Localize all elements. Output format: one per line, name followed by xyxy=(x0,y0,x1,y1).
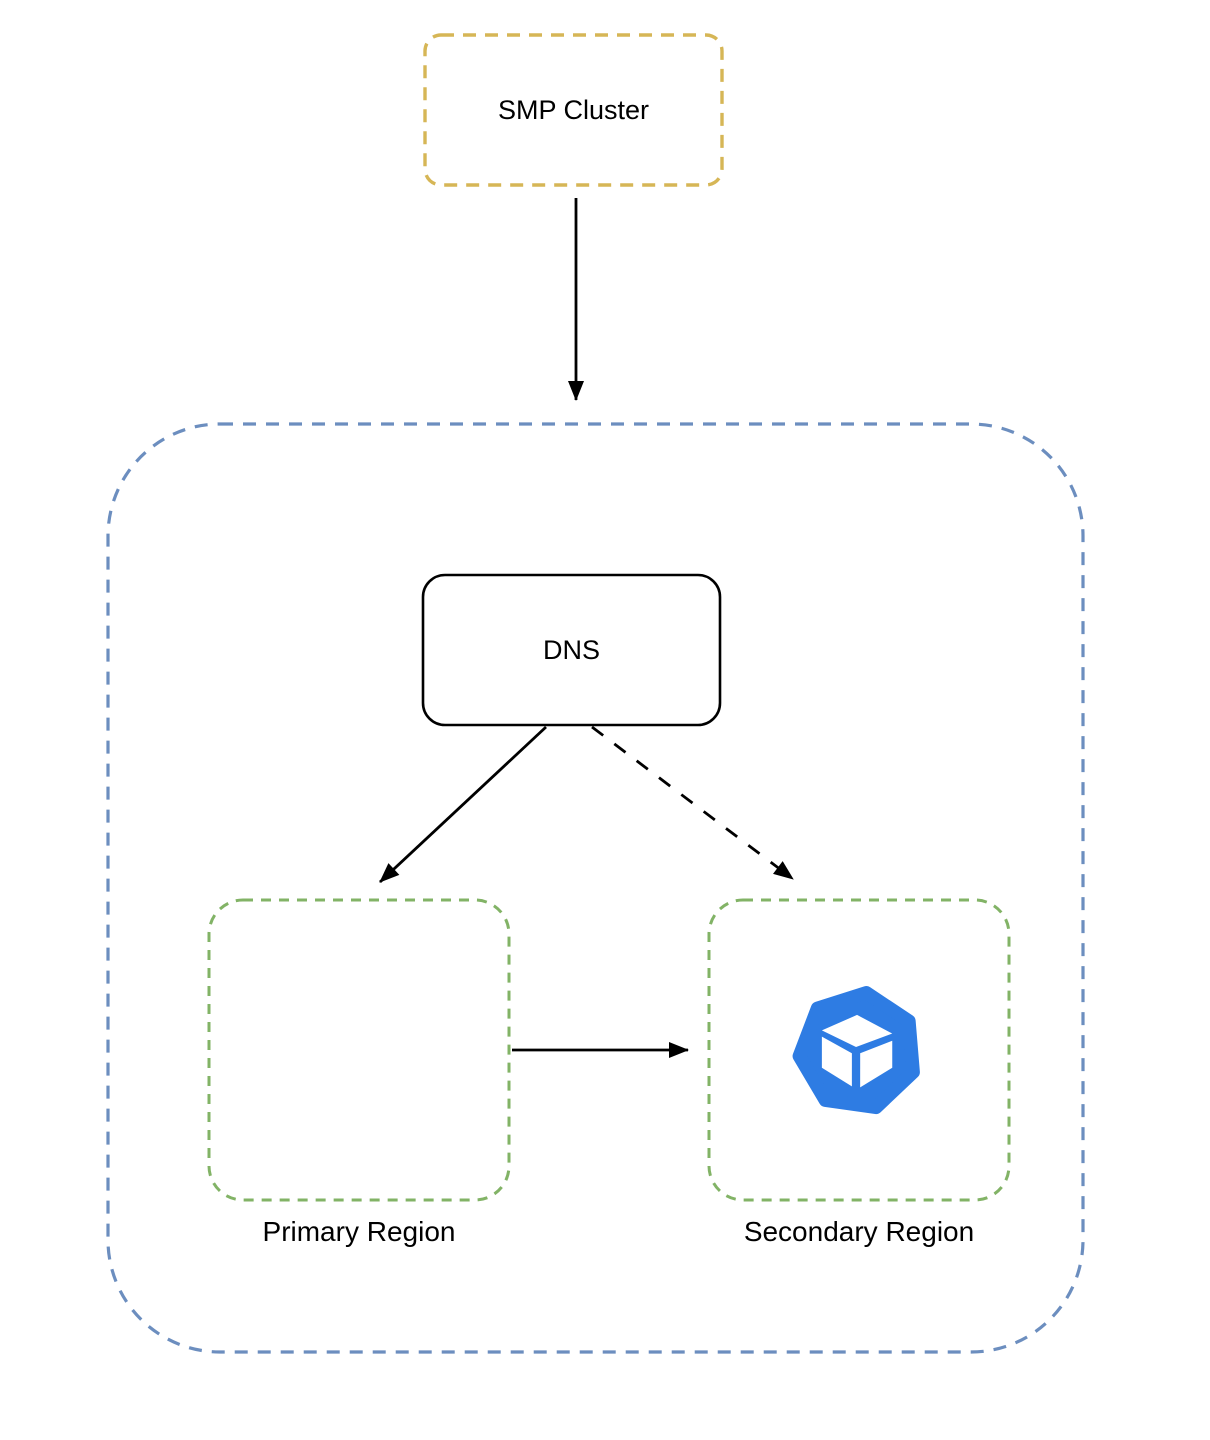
edge-dns-to-primary xyxy=(379,725,547,884)
secondary-region-cube-icon xyxy=(799,993,913,1108)
smp-cluster-node xyxy=(423,33,724,187)
dns-node xyxy=(421,573,722,727)
primary-region-node xyxy=(207,898,511,1202)
region-container xyxy=(106,422,1085,1354)
